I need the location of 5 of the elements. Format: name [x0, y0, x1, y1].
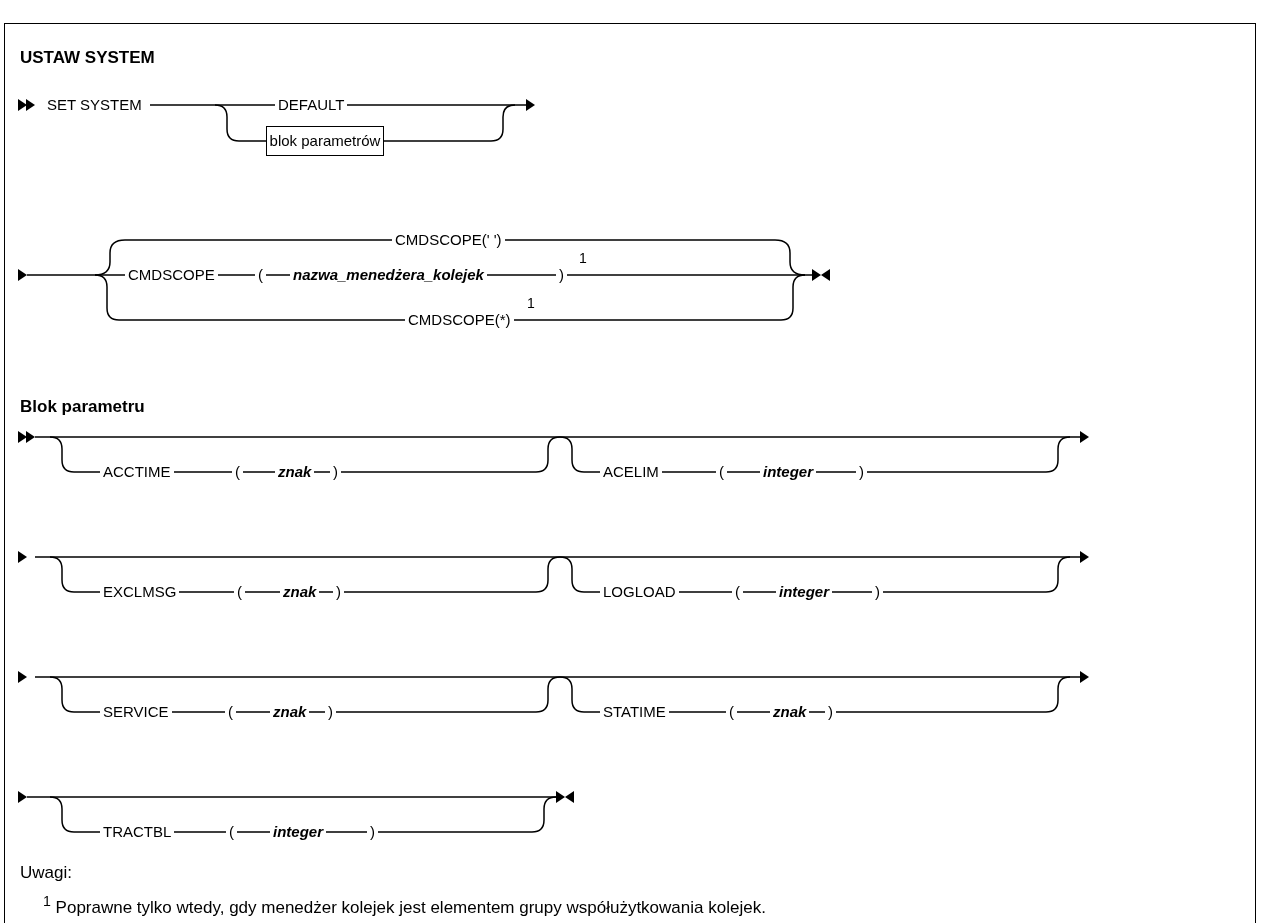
- notes-heading: Uwagi:: [19, 862, 73, 884]
- section-heading: Blok parametru: [19, 397, 146, 417]
- diagram-title: USTAW SYSTEM: [19, 48, 156, 68]
- footnote-text: $^{1}$ Poprawne tylko wtedy, gdy menedżer kolejek jest elementem grupy współużytkowania kolejek.: [42, 892, 767, 919]
- parameter-block-box: blok parametrów: [266, 126, 384, 156]
